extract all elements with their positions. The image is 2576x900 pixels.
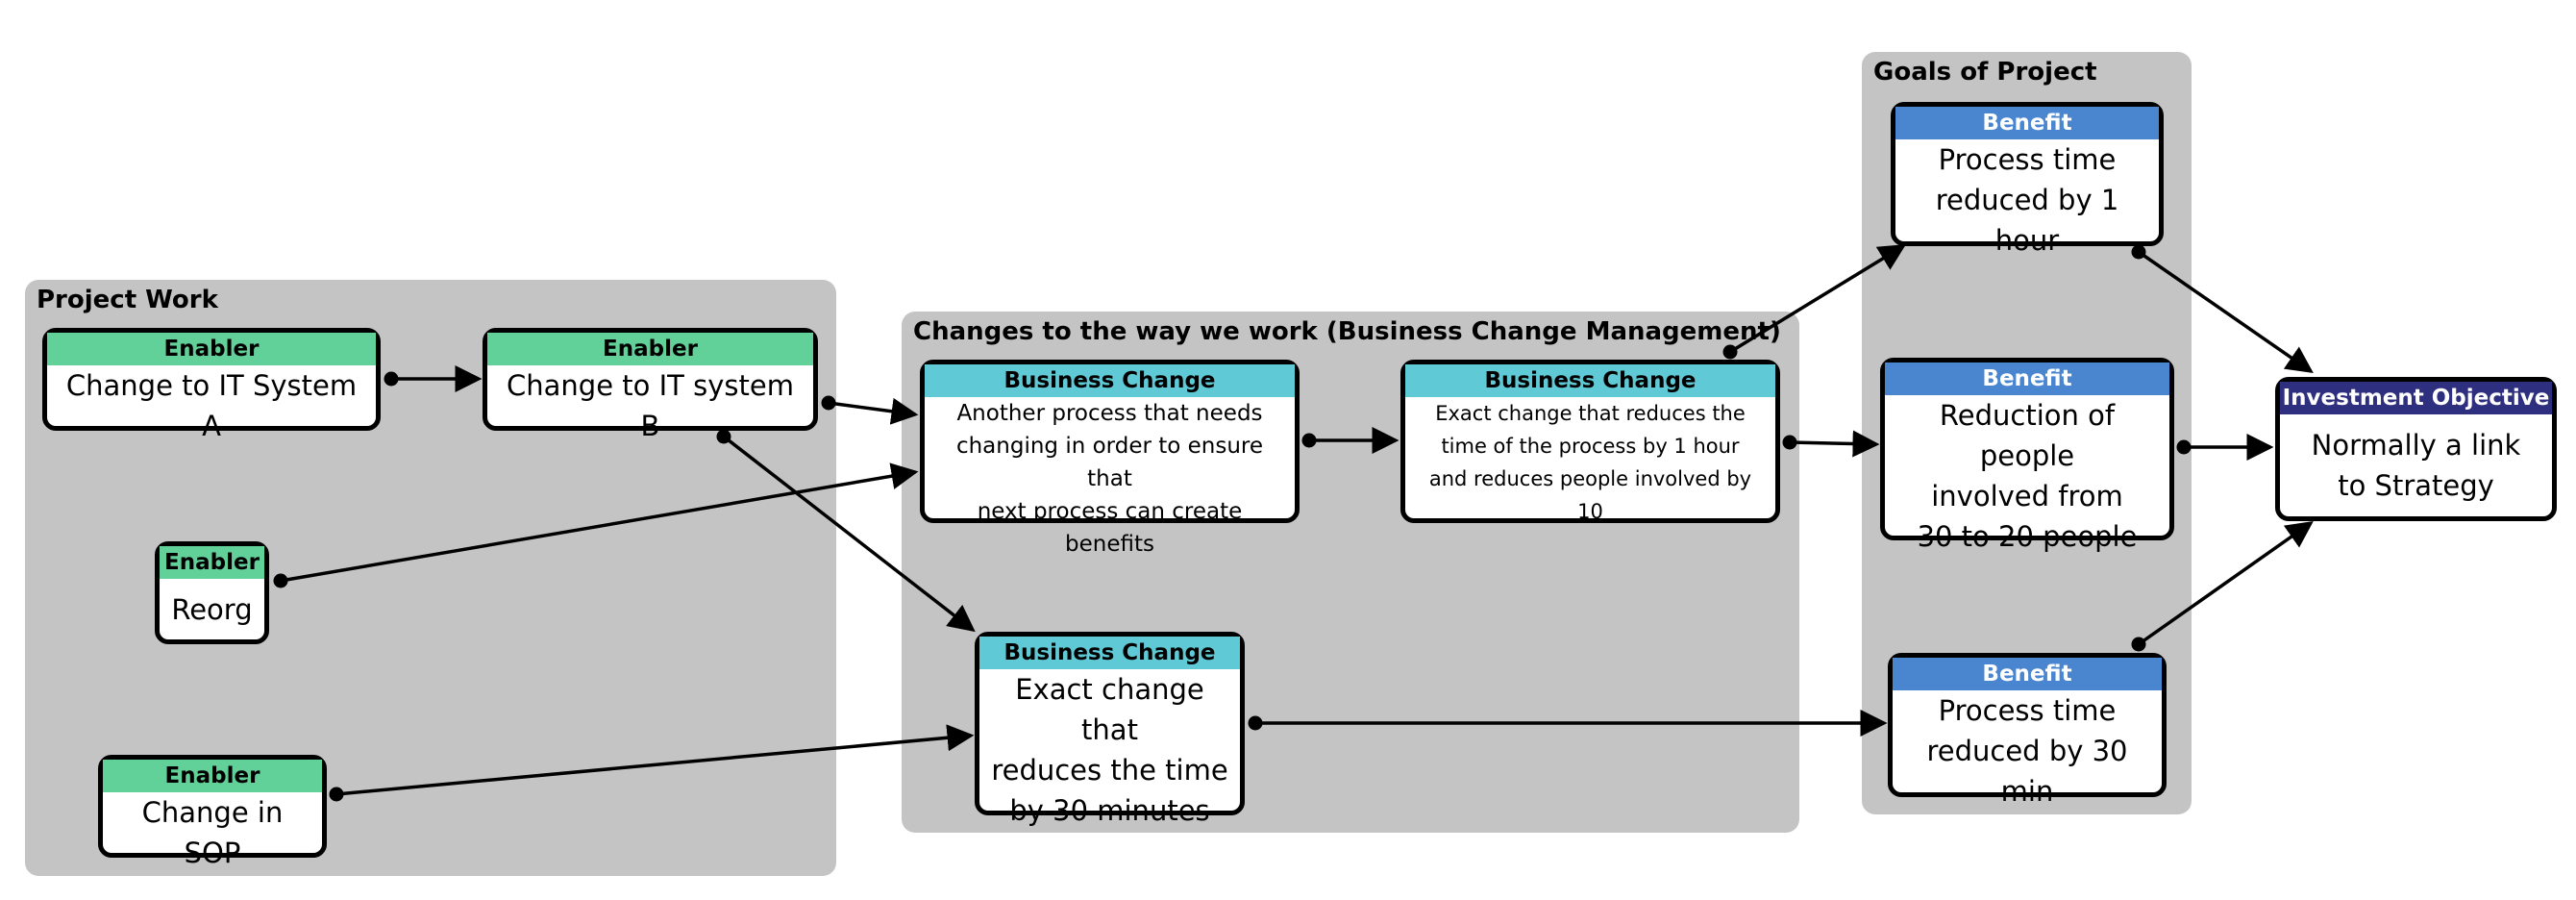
node-enabler-sop[interactable]: Enabler Change in SOP — [98, 755, 327, 869]
node-type-label: Business Change — [979, 637, 1240, 669]
node-business-change-prerequisite[interactable]: Business Change Another process that nee… — [920, 360, 1300, 557]
node-type-label: Benefit — [1895, 107, 2159, 139]
node-text: Another process that needs changing in o… — [955, 401, 1264, 557]
node-type-label: Enabler — [47, 333, 376, 365]
node-text: Change to IT System A — [65, 369, 358, 442]
node-enabler-it-system-b[interactable]: Enabler Change to IT system B — [483, 328, 818, 442]
node-investment-objective[interactable]: Investment Objective Normally a link to … — [2275, 377, 2557, 521]
node-type-label: Enabler — [160, 546, 264, 579]
node-business-change-30-minutes[interactable]: Business Change Exact change that reduce… — [975, 632, 1245, 827]
node-type-label: Investment Objective — [2280, 382, 2552, 414]
node-type-label: Business Change — [1405, 364, 1775, 397]
node-text: Process time reduced by 1 hour — [1935, 143, 2119, 257]
node-text: Exact change that reduces the time of th… — [1428, 402, 1752, 523]
node-benefit-people-reduction[interactable]: Benefit Reduction of people involved fro… — [1880, 358, 2174, 553]
node-text: Reorg — [171, 592, 253, 626]
node-type-label: Enabler — [487, 333, 813, 365]
node-business-change-exact-1-hour[interactable]: Business Change Exact change that reduce… — [1400, 360, 1780, 523]
group-title-goals: Goals of Project — [1873, 58, 2097, 87]
node-text: Reduction of people involved from 30 to … — [1917, 399, 2138, 553]
node-text: Normally a link to Strategy — [2311, 429, 2521, 502]
group-title-project-work: Project Work — [37, 286, 218, 314]
node-benefit-1-hour[interactable]: Benefit Process time reduced by 1 hour — [1891, 102, 2164, 257]
node-text: Change in SOP — [141, 796, 284, 869]
node-benefit-30-min[interactable]: Benefit Process time reduced by 30 min — [1888, 653, 2167, 808]
group-title-business-change: Changes to the way we work (Business Cha… — [913, 317, 1781, 346]
node-text: Change to IT system B — [507, 369, 794, 442]
node-type-label: Business Change — [925, 364, 1295, 397]
node-enabler-reorg[interactable]: Enabler Reorg — [155, 541, 269, 644]
node-type-label: Enabler — [103, 760, 322, 792]
node-type-label: Benefit — [1885, 362, 2169, 395]
node-text: Process time reduced by 30 min — [1926, 694, 2128, 808]
node-type-label: Benefit — [1893, 658, 2162, 690]
node-text: Exact change that reduces the time by 30… — [991, 673, 1228, 827]
node-enabler-it-system-a[interactable]: Enabler Change to IT System A — [42, 328, 381, 442]
